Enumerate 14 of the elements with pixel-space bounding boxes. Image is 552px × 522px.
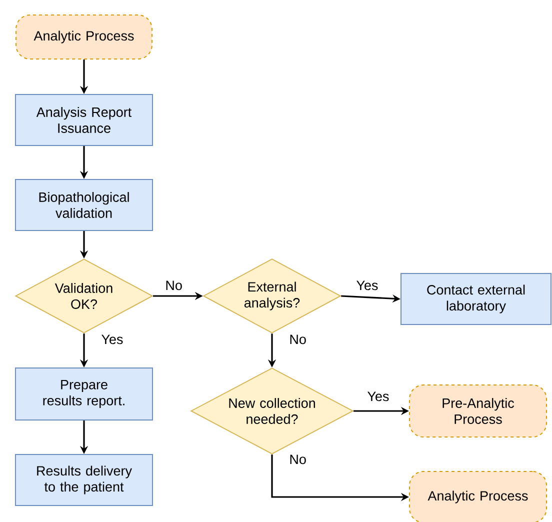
- process-box: Analysis Report Issuance: [15, 94, 153, 146]
- edge-label: Yes: [366, 390, 390, 402]
- edge-label: Yes: [355, 280, 380, 292]
- terminal-box: Pre-Analytic Process: [409, 384, 547, 438]
- terminal-box: Analytic Process: [16, 14, 152, 60]
- edge-label: No: [288, 334, 308, 346]
- process-box: Results delivery to the patient: [15, 454, 153, 506]
- edge-label: No: [288, 454, 308, 466]
- process-box: Prepare results report.: [15, 368, 153, 420]
- terminal-box: Analytic Process: [409, 471, 547, 522]
- edge-label: Yes: [100, 334, 124, 346]
- process-box: Biopathological validation: [15, 179, 153, 231]
- process-box: Contact external laboratory: [400, 273, 552, 325]
- edge-label: No: [164, 280, 184, 292]
